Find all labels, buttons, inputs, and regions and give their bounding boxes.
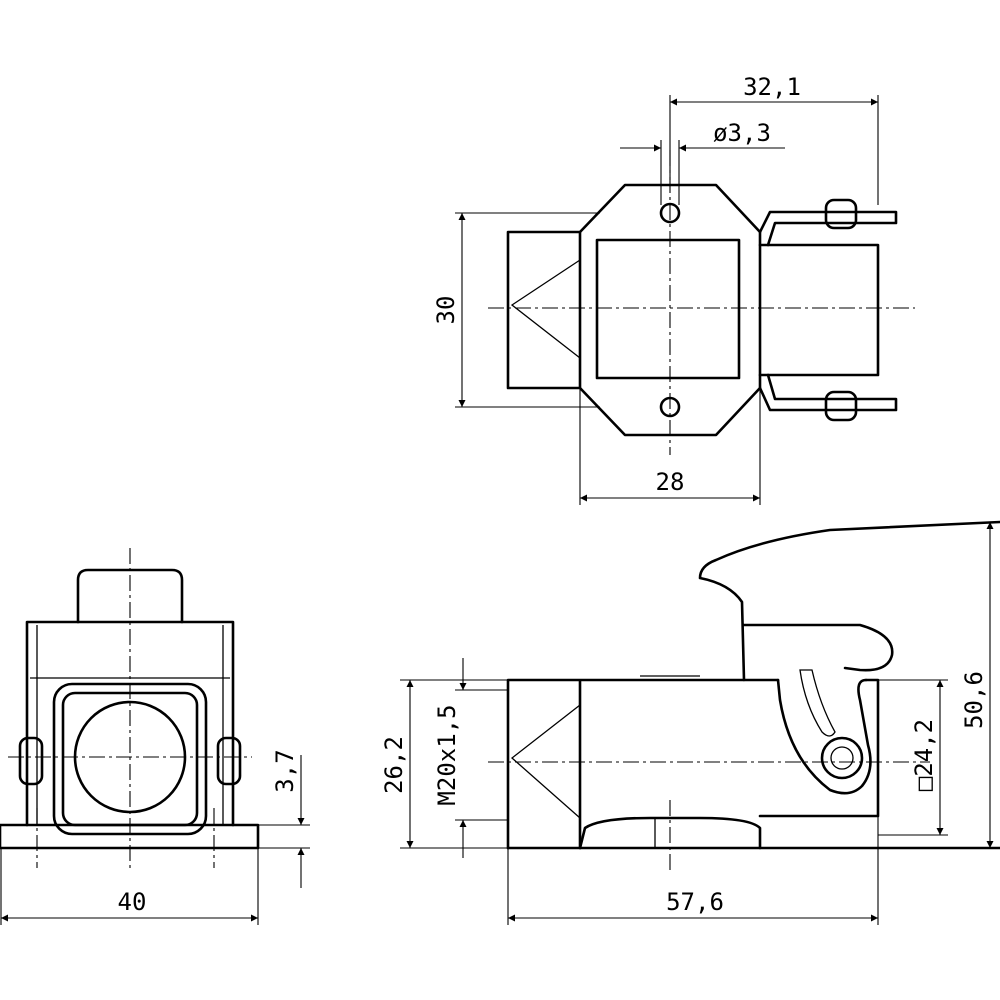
front-base xyxy=(0,823,260,850)
dimension-width-overall: 32,1 xyxy=(669,73,879,205)
label-base-width: 40 xyxy=(118,888,147,916)
dimension-height-top: 30 xyxy=(432,212,600,408)
dimension-height-side: 26,2 xyxy=(380,679,508,849)
label-hole-diameter: ø3,3 xyxy=(713,119,771,147)
front-view: 40 3,7 xyxy=(0,548,310,925)
side-pivot-inner xyxy=(830,746,854,770)
side-latch-slot xyxy=(799,669,836,737)
side-foot xyxy=(578,816,762,850)
top-cone-lines xyxy=(510,259,581,359)
top-body-left xyxy=(506,230,582,390)
top-window xyxy=(595,238,741,380)
dimension-base-thickness: 3,7 xyxy=(258,749,310,888)
top-hinge-lower xyxy=(758,373,898,412)
label-height-side: 26,2 xyxy=(380,736,408,794)
dimension-square: □24,2 xyxy=(878,679,948,836)
dimension-height-total: 50,6 xyxy=(960,522,994,848)
label-height-top: 30 xyxy=(432,296,460,325)
top-hinge-upper xyxy=(758,210,898,247)
side-view: 26,2 M20x1,5 □24,2 50,6 57,6 xyxy=(380,520,1000,925)
side-lever-arm xyxy=(698,520,1000,682)
dimension-thread: M20x1,5 xyxy=(433,658,508,858)
dimension-length-side: 57,6 xyxy=(507,816,879,925)
dimension-hole-diameter: ø3,3 xyxy=(620,119,785,205)
label-base-thickness: 3,7 xyxy=(271,749,299,792)
label-thread: M20x1,5 xyxy=(433,704,461,805)
front-pin-left xyxy=(18,736,44,786)
label-width-overall: 32,1 xyxy=(743,73,801,101)
label-width-flange: 28 xyxy=(656,468,685,496)
top-pin-lower xyxy=(824,390,858,422)
top-pin-upper xyxy=(824,198,858,230)
side-pivot-outer xyxy=(820,736,864,780)
dimension-base-width: 40 xyxy=(0,848,259,925)
label-height-total: 50,6 xyxy=(960,671,988,729)
front-pin-right xyxy=(216,736,242,786)
dimension-width-flange: 28 xyxy=(579,388,761,505)
side-cone-lines xyxy=(510,704,581,819)
top-body-right xyxy=(758,243,880,377)
side-latch xyxy=(776,678,872,795)
label-square-size: □24,2 xyxy=(910,719,938,791)
top-view: 32,1 ø3,3 30 28 xyxy=(432,73,915,505)
label-length-side: 57,6 xyxy=(666,888,724,916)
